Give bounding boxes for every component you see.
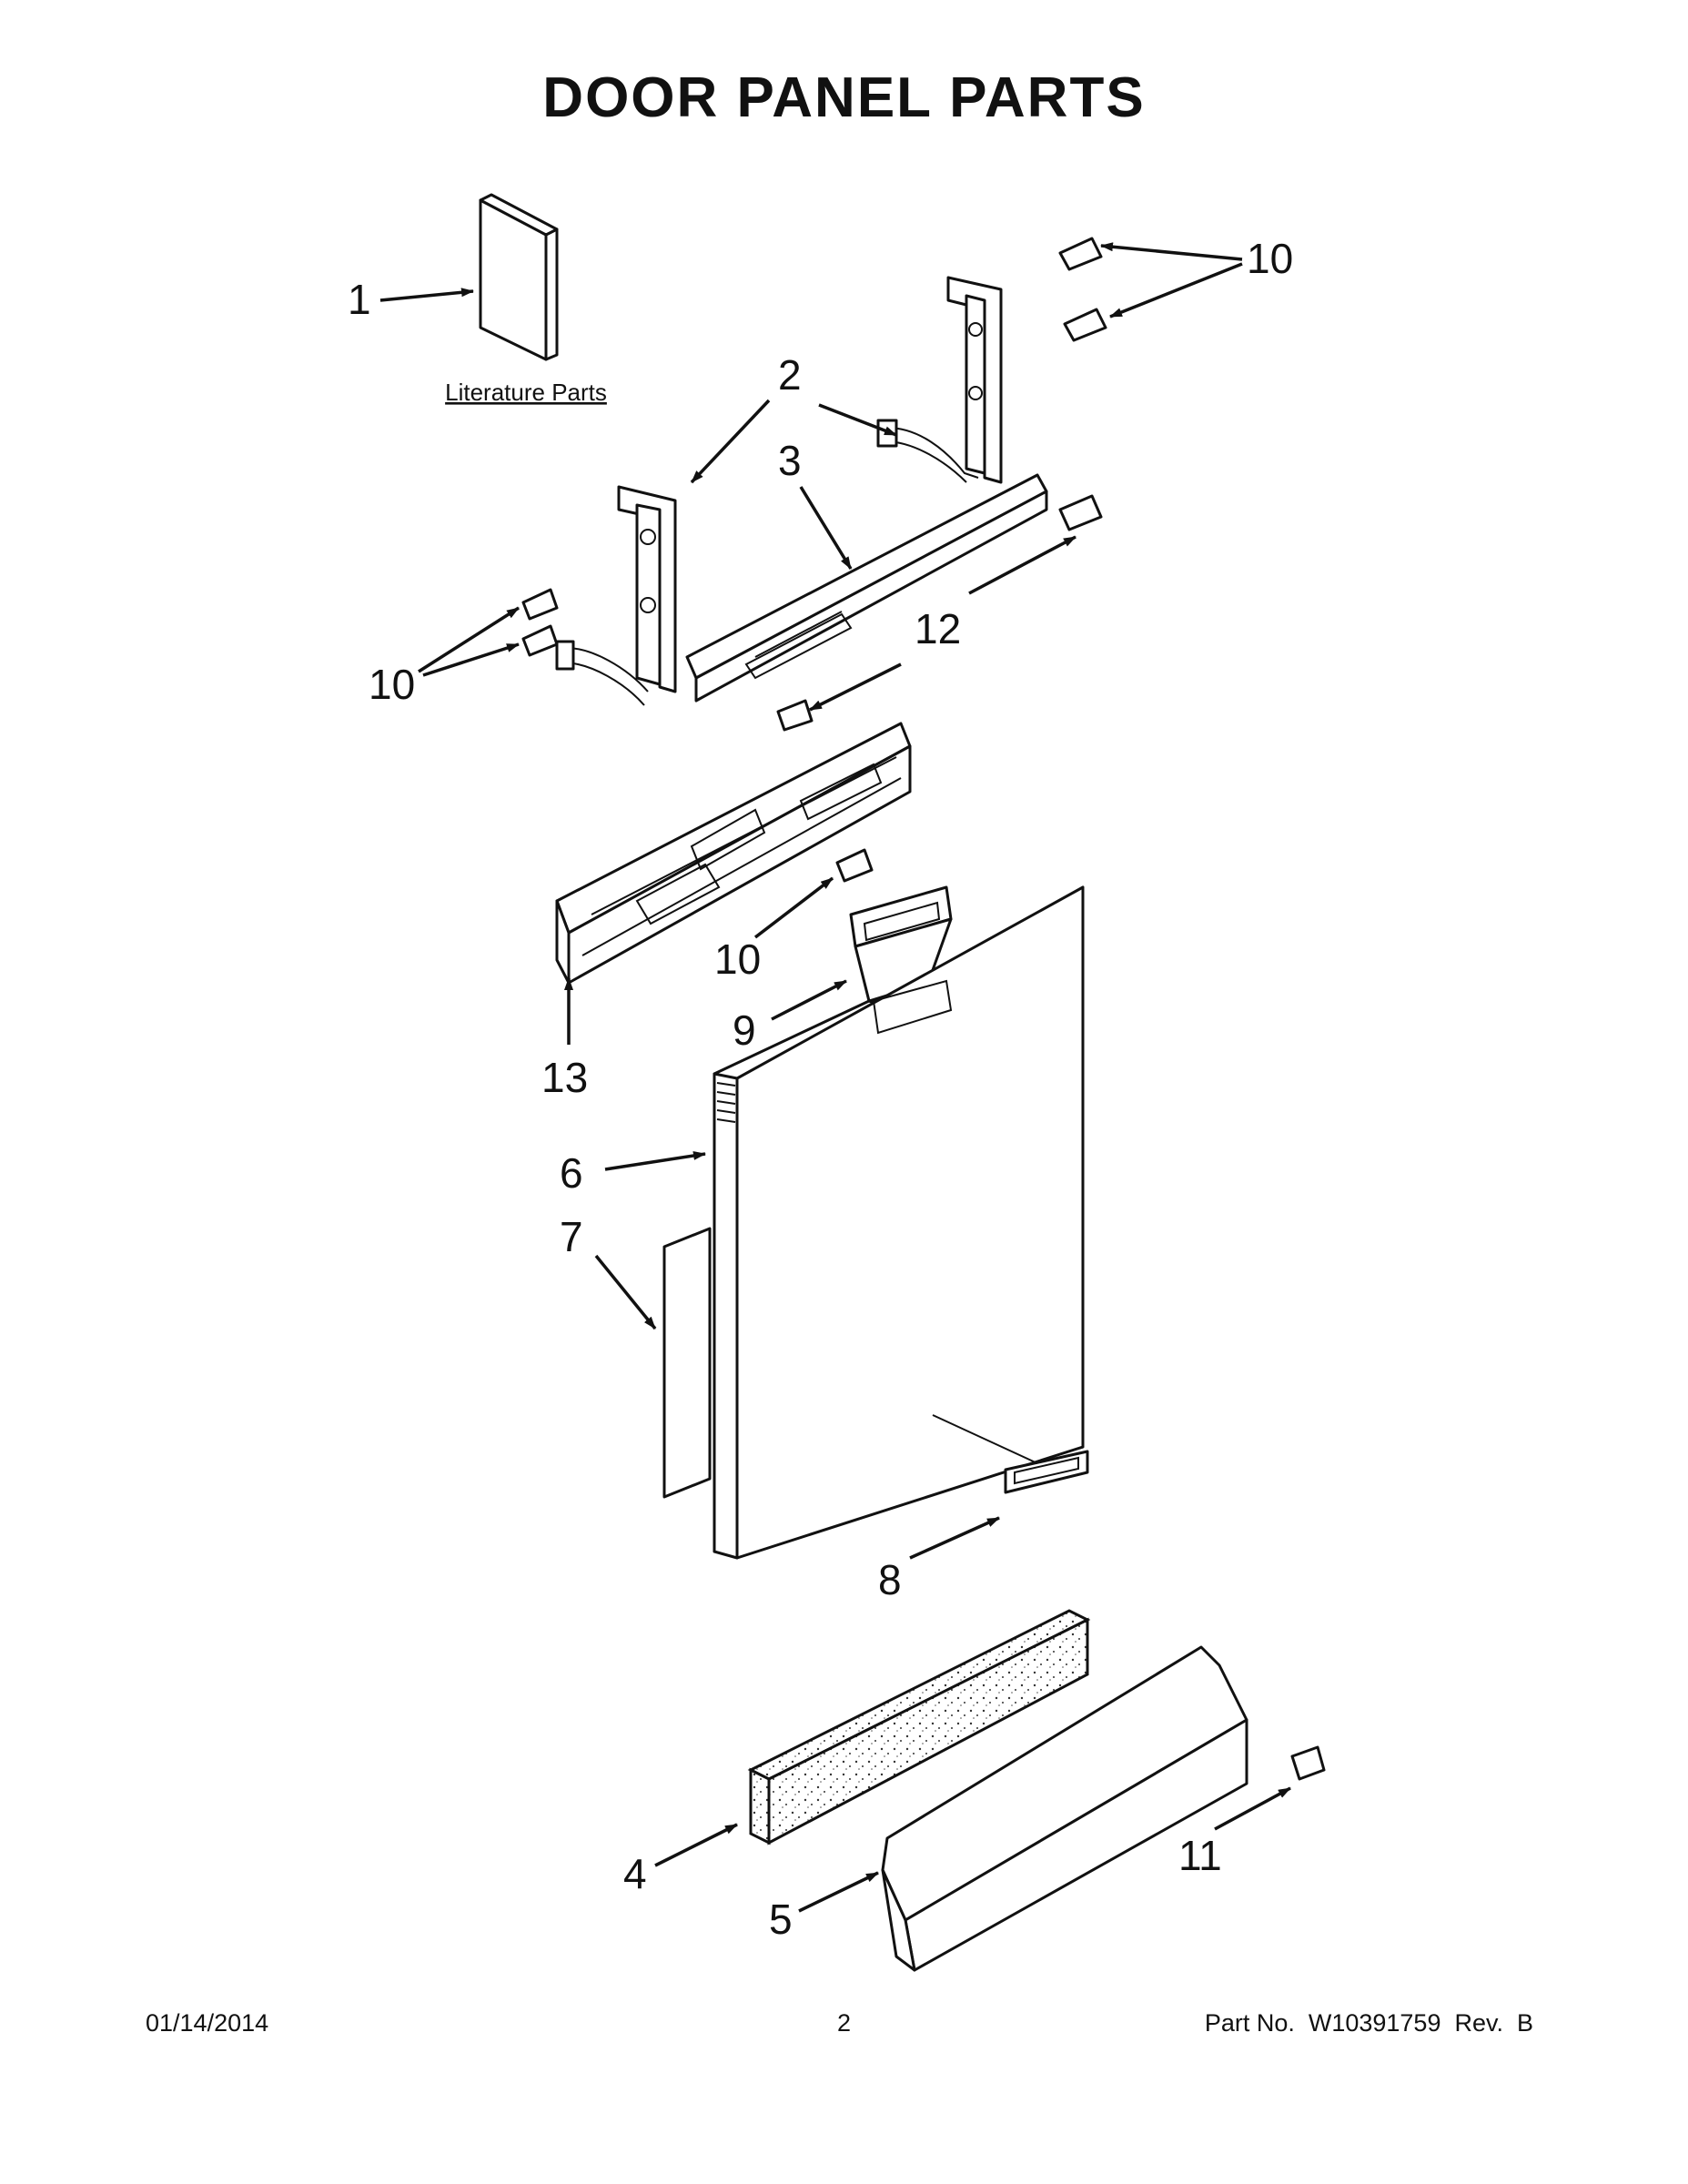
callout-10-left: 10 [369, 661, 415, 708]
footer-date: 01/14/2014 [146, 2009, 269, 2037]
part-6-door-panel [713, 885, 1085, 1560]
callout-4: 4 [623, 1850, 647, 1897]
callout-11: 11 [1178, 1832, 1222, 1879]
callout-3: 3 [778, 437, 802, 484]
screw-10-c [521, 588, 559, 621]
screw-12-a [1058, 494, 1103, 531]
callout-12: 12 [915, 605, 961, 652]
callout-10-middle: 10 [714, 935, 761, 983]
part-4-foam-block [747, 1609, 1091, 1845]
screw-10-a [1058, 237, 1103, 271]
part-2-bracket-left [555, 485, 677, 706]
callout-6: 6 [560, 1149, 583, 1197]
part-3-access-panel [685, 473, 1048, 703]
part-7-gasket [662, 1227, 712, 1499]
part-1-literature [479, 193, 559, 361]
callout-1: 1 [348, 276, 371, 323]
callout-13: 13 [541, 1054, 588, 1101]
screw-12-b [776, 699, 814, 732]
literature-parts-label: Literature Parts [445, 379, 607, 406]
footer-part-number: Part No. W10391759 Rev. B [1204, 2009, 1533, 2037]
screw-11 [1290, 1745, 1326, 1781]
callout-7: 7 [560, 1213, 583, 1260]
callout-10-top: 10 [1247, 235, 1293, 282]
part-13-control-panel [555, 722, 912, 985]
callout-2: 2 [778, 351, 802, 399]
page-title: DOOR PANEL PARTS [542, 66, 1146, 129]
callout-9: 9 [733, 1006, 756, 1054]
part-5-toe-kick [881, 1645, 1248, 1972]
callout-8: 8 [878, 1556, 902, 1603]
screw-10-b [1063, 308, 1107, 342]
screw-10-e [835, 848, 874, 883]
part-2-bracket-right [876, 276, 1003, 484]
callout-5: 5 [769, 1896, 793, 1943]
part-8-badge [932, 1414, 1089, 1494]
screw-10-d [521, 624, 559, 657]
part-9-handle [849, 885, 953, 1003]
footer-page-number: 2 [836, 2009, 852, 2037]
